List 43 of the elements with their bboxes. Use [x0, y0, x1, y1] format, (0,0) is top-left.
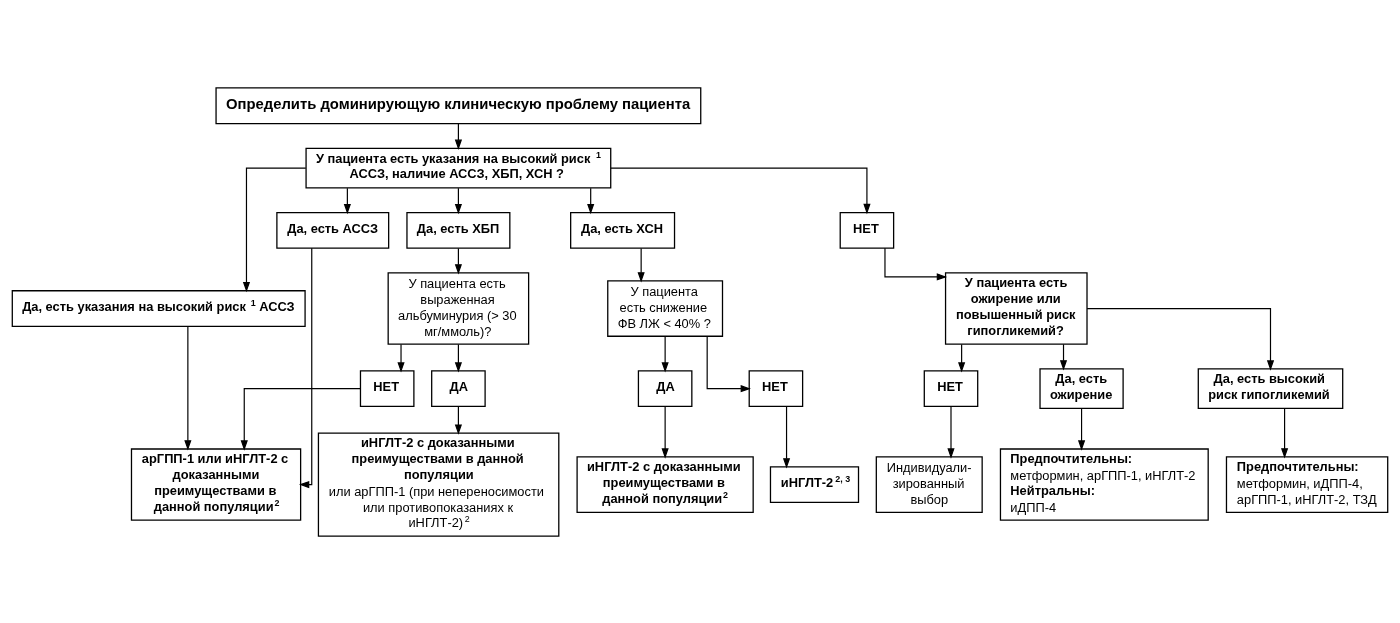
arrow [240, 387, 361, 451]
arrow [706, 335, 751, 392]
arrow [397, 343, 405, 373]
node-box: Предпочтительны: метформин, арГПП-1, иНГЛТ-2 Нейтральны: иДПП-4 [999, 447, 1209, 521]
node-box: арГПП-1 или иНГЛТ-2 с доказанными преимуществами в данной популяции$^{2}$ [130, 447, 302, 521]
node-box: Да, есть ХБП [406, 211, 511, 249]
arrow [661, 405, 669, 459]
arrow [454, 343, 462, 373]
arrow [661, 335, 669, 373]
arrow [610, 167, 871, 214]
node-box: У пациента есть выраженная альбуминурия (> 30 мг/ммоль)? [387, 271, 530, 345]
node-box: Индивидуали- зированный выбор [875, 455, 983, 513]
arrow [884, 247, 948, 280]
node-box: Да, есть указания на высокий риск$^{1}$ АССЗ [11, 289, 306, 327]
node-box: иНГЛТ-2 с доказанными преимуществами в данной популяции$^{2}$ [576, 455, 754, 513]
arrow [1086, 307, 1275, 371]
arrow [1281, 407, 1289, 459]
node-box: Да, есть высокий риск гипогликемий [1197, 367, 1344, 409]
node-box: ДА [431, 369, 486, 407]
node-box: У пациента есть снижение ФВ ЛЖ < 40% ? [607, 279, 724, 337]
arrow [298, 247, 313, 488]
arrow [958, 343, 966, 373]
node-box: Да, есть АССЗ [276, 211, 390, 249]
node-box: ДА [637, 369, 693, 407]
node-box: Предпочтительны: метформин, иДПП-4, арГПП-1, иНГЛТ-2, ТЗД [1225, 455, 1389, 513]
arrow [782, 405, 791, 468]
node-box: НЕТ [839, 211, 895, 249]
node-box: НЕТ [359, 369, 415, 407]
node-box: Определить доминирующую клиническую проблему пациента [215, 86, 702, 124]
node-box: иНГЛТ-2$^{2, 3}$ [769, 465, 860, 503]
node-box: Да, есть ХСН [570, 211, 676, 249]
node-box: НЕТ [748, 369, 804, 407]
node-box: Да, есть ожирение [1039, 367, 1124, 409]
arrow [454, 405, 462, 435]
arrow [637, 247, 645, 282]
arrow [947, 405, 955, 459]
arrow [242, 167, 307, 292]
node-box: иНГЛТ-2 с доказанными преимуществами в данной популяции или арГПП-1 (при непереносимости или противопоказаниях к иНГЛТ-2)$^{2}$ [317, 432, 560, 537]
node-box: У пациента есть указания на высокий риск$^{1}$ АССЗ, наличие АССЗ, ХБП, ХСН ? [305, 147, 612, 188]
arrow [1077, 407, 1086, 451]
node-box: НЕТ [923, 369, 979, 407]
node-box: У пациента есть ожирение или повышенный риск гипогликемий? [944, 271, 1088, 345]
arrow [184, 325, 192, 451]
